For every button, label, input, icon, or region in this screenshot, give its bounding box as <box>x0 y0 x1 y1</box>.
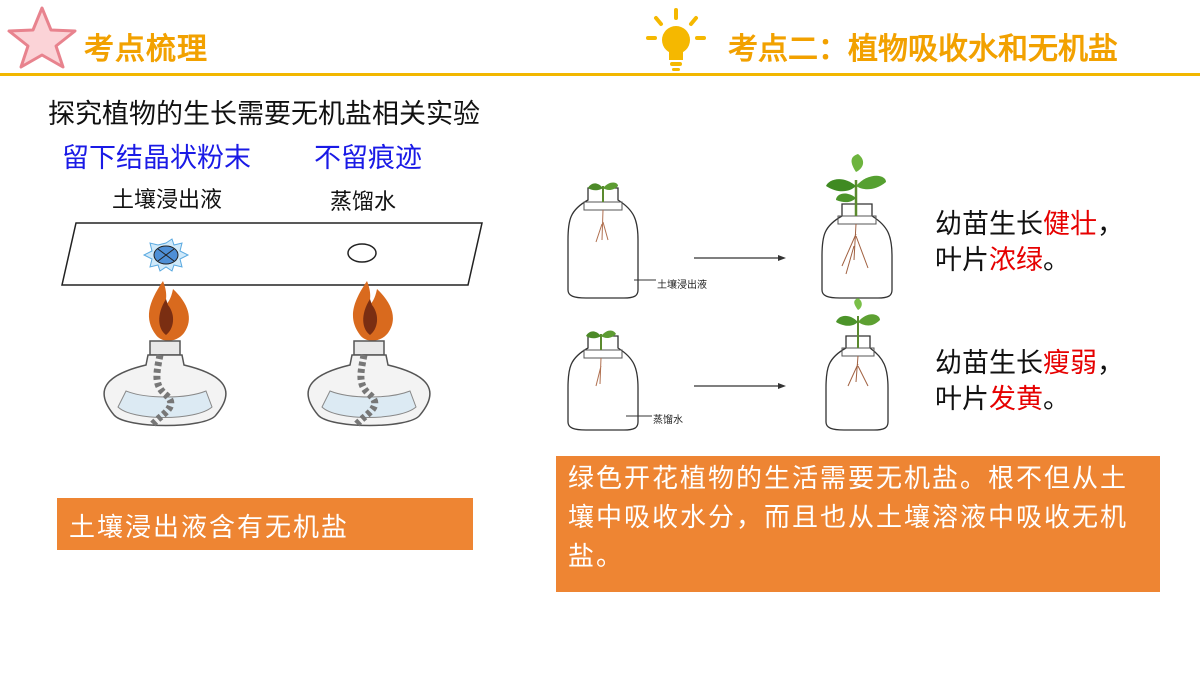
topic-title: 考点二：植物吸收水和无机盐 <box>728 32 1118 67</box>
result-top-highlight: 健壮 <box>1043 209 1097 240</box>
alcohol-lamp-illustration <box>61 222 483 428</box>
right-result-text: 不留痕迹 <box>314 143 422 174</box>
jar-distilled-water-after <box>825 298 889 431</box>
distilled-water-label: 蒸馏水 <box>330 190 397 215</box>
result-top-line2-prefix: 叶片 <box>935 245 989 276</box>
result-top-suffix: ， <box>1097 209 1124 240</box>
result-bottom-line2-highlight: 发黄 <box>989 384 1043 415</box>
result-top-line2-highlight: 浓绿 <box>989 245 1043 276</box>
crystal-residue-icon <box>142 238 190 272</box>
seedling-jars-illustration <box>567 154 893 431</box>
jar-soil-extract-before <box>567 182 656 299</box>
result-top-line2-suffix: 。 <box>1043 245 1070 276</box>
header-divider <box>0 73 1200 76</box>
result-bottom-prefix: 幼苗生长 <box>935 348 1043 379</box>
conclusion-box: 土壤浸出液含有无机盐 <box>57 498 473 550</box>
result-bottom-line2-suffix: 。 <box>1043 384 1070 415</box>
summary-text: 绿色开花植物的生活需要无机盐。根不但从土壤中吸收水分，而且也从土壤溶液中吸收无机… <box>568 464 1129 572</box>
star-icon <box>7 6 77 69</box>
result-bottom-line2-prefix: 叶片 <box>935 384 989 415</box>
section-label: 考点梳理 <box>84 32 208 67</box>
glass-slide <box>61 222 483 286</box>
summary-box: 绿色开花植物的生活需要无机盐。根不但从土壤中吸收水分，而且也从土壤溶液中吸收无机… <box>556 456 1160 592</box>
result-bottom: 幼苗生长瘦弱， 叶片发黄。 <box>935 346 1124 418</box>
result-top-prefix: 幼苗生长 <box>935 209 1043 240</box>
result-bottom-highlight: 瘦弱 <box>1043 348 1097 379</box>
jar-soil-extract-after <box>821 154 893 299</box>
alcohol-lamp-left <box>103 281 227 428</box>
jar-label-soil-extract: 土壤浸出液 <box>657 280 707 291</box>
lightbulb-icon <box>646 8 706 71</box>
jar-label-distilled-water: 蒸馏水 <box>653 415 683 426</box>
conclusion-text: 土壤浸出液含有无机盐 <box>69 513 350 543</box>
result-bottom-suffix: ， <box>1097 348 1124 379</box>
experiment-title: 探究植物的生长需要无机盐相关实验 <box>48 99 480 130</box>
jar-distilled-water-before <box>567 330 652 431</box>
result-top: 幼苗生长健壮， 叶片浓绿。 <box>935 207 1124 279</box>
alcohol-lamp-right <box>307 281 431 428</box>
clean-spot <box>347 243 377 263</box>
soil-extract-label: 土壤浸出液 <box>112 188 223 213</box>
left-result-text: 留下结晶状粉末 <box>62 143 251 174</box>
